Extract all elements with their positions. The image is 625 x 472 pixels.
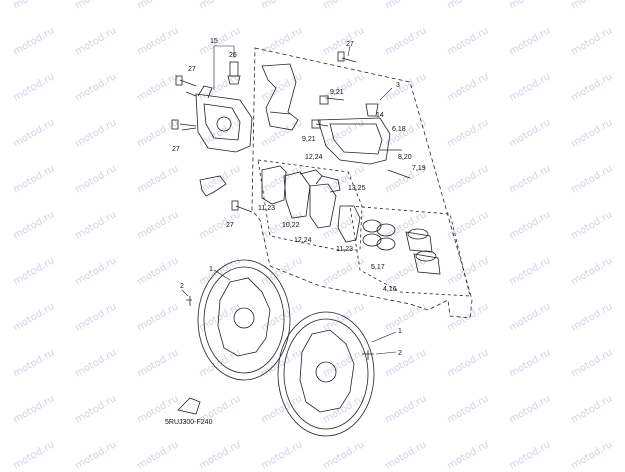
diagram-code: 5RUJ300-F240: [165, 419, 213, 426]
caliper-bracket: [261, 63, 299, 131]
right-caliper-body: [311, 95, 411, 179]
callout-27-a: 27: [188, 66, 196, 73]
piston-seals: [362, 219, 396, 251]
callout-27-c: 27: [226, 222, 234, 229]
caliper-assembly-dashed-outline: [251, 47, 473, 319]
bleed-screw: [227, 61, 241, 85]
callout-27-d: 27: [346, 41, 354, 48]
callout-26: 26: [229, 52, 237, 59]
left-brake-disc: [197, 259, 291, 381]
callout-13-25: 13,25: [348, 185, 366, 192]
piston-group-dashed-outline: [349, 205, 471, 297]
callout-11-23-b: 11,23: [336, 246, 353, 253]
leader-lines: [181, 45, 397, 355]
pad-group-dashed-outline: [257, 159, 363, 251]
callout-5-17: 5,17: [371, 264, 385, 271]
bolts: [171, 51, 357, 213]
callout-6-18: 6,18: [392, 126, 406, 133]
disc-bolts: [186, 296, 374, 360]
callout-12-24-b: 12,24: [294, 237, 312, 244]
callout-8-20: 8,20: [398, 154, 412, 161]
right-brake-disc: [277, 311, 375, 437]
callout-10-22: 10,22: [282, 222, 300, 229]
callout-4-16: 4,16: [383, 286, 397, 293]
callout-9-21-a: 9,21: [330, 89, 344, 96]
callout-12-24-a: 12,24: [305, 154, 323, 161]
left-caliper: [181, 85, 253, 153]
brake-pads: [261, 165, 361, 243]
callout-15: 15: [210, 38, 218, 45]
callout-1-b: 1: [398, 328, 402, 335]
callout-7-19: 7,19: [412, 165, 426, 172]
callout-1-a: 1: [209, 266, 213, 273]
callout-27-b: 27: [172, 146, 180, 153]
pad-springs: [199, 169, 341, 197]
callout-14: 14: [376, 112, 384, 119]
callout-2-b: 2: [398, 350, 402, 357]
pistons: [405, 228, 441, 275]
callout-2-a: 2: [180, 283, 184, 290]
front-arrow: [177, 397, 201, 415]
callout-3: 3: [396, 82, 400, 89]
callout-9-21-b: 9,21: [302, 136, 316, 143]
callout-11-23-a: 11,23: [258, 205, 275, 212]
